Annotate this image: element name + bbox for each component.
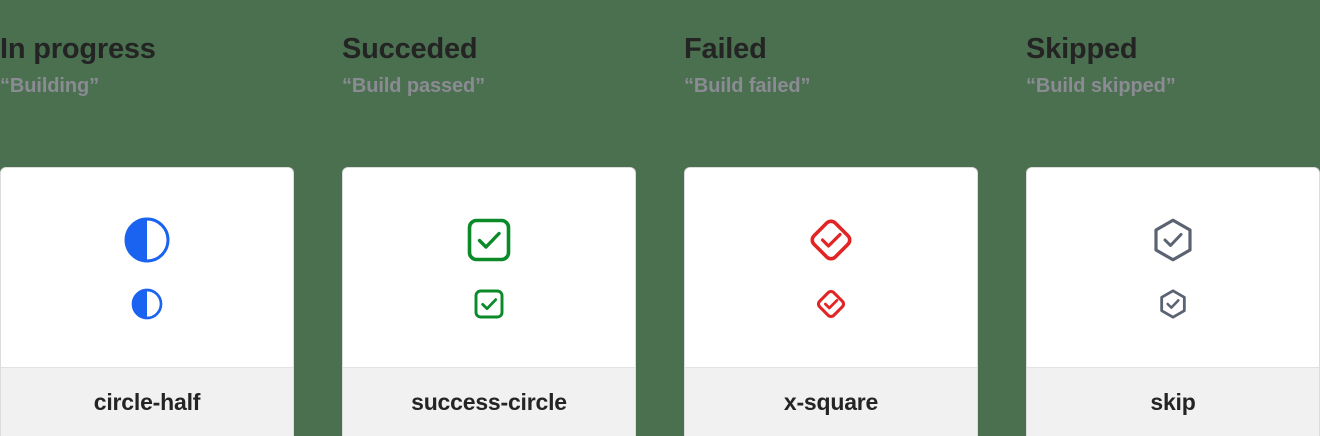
column-title: Failed [684,33,767,65]
column-subtitle: “Build failed” [684,75,811,98]
icon-card-footer: circle-half [1,367,293,436]
x-square-icon [807,216,855,264]
icon-card-body [1027,168,1319,367]
column-title: In progress [0,33,156,65]
column-title: Skipped [1026,33,1138,65]
success-circle-icon-small [473,288,505,320]
column-header: In progress “Building” [0,0,294,97]
icon-card-body [1,168,293,367]
icon-name-label: success-circle [411,388,567,415]
icon-card-footer: x-square [685,367,977,436]
column-header: Failed “Build failed” [684,0,978,97]
column-title: Succeded [342,33,478,65]
icon-card-footer: success-circle [343,367,635,436]
column-subtitle: “Build skipped” [1026,75,1176,98]
icon-card-footer: skip [1027,367,1319,436]
skip-icon-small [1157,288,1189,320]
icon-name-label: circle-half [93,388,201,415]
status-column-in-progress: In progress “Building” [0,0,294,436]
x-square-icon-small [815,288,847,320]
icon-card-body [343,168,635,367]
icon-card-success-circle[interactable]: success-circle [342,167,636,436]
column-header: Skipped “Build skipped” [1026,0,1320,97]
status-column-skipped: Skipped “Build skipped” [1026,0,1320,436]
status-column-failed: Failed “Build failed” [684,0,978,436]
icon-card-body [685,168,977,367]
status-column-succeded: Succeded “Build passed” [342,0,636,436]
circle-half-icon [123,216,171,264]
skip-icon [1149,216,1197,264]
icon-name-label: skip [1150,388,1196,415]
column-subtitle: “Build passed” [342,75,486,98]
icon-card-x-square[interactable]: x-square [684,167,978,436]
icon-name-label: x-square [783,388,879,415]
circle-half-icon-small [131,288,163,320]
success-circle-icon [465,216,513,264]
icon-card-skip[interactable]: skip [1026,167,1320,436]
icon-card-circle-half[interactable]: circle-half [0,167,294,436]
column-header: Succeded “Build passed” [342,0,636,97]
column-subtitle: “Building” [0,75,99,98]
